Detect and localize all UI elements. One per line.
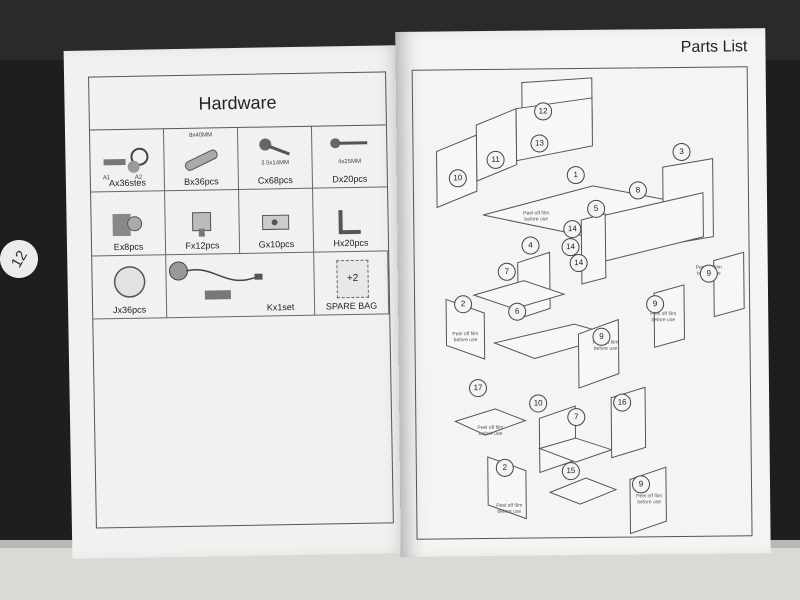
item-spec: 4x25MM	[338, 158, 362, 166]
part-number: 4	[521, 236, 540, 255]
item-label: Bx36pcs	[184, 176, 219, 188]
wooden-dowel-icon	[184, 149, 218, 171]
peel-note: Peel off film before use	[650, 311, 677, 324]
part-number: 9	[631, 475, 651, 494]
part-number: 3	[672, 142, 691, 162]
item-label: Dx20pcs	[332, 174, 368, 185]
item-spec: 3.5x14MM	[261, 160, 290, 167]
part-number: 14	[569, 253, 588, 273]
part-number: 2	[495, 458, 514, 477]
item-label: Hx20pcs	[333, 237, 369, 248]
hardware-item-spare-bag: +2 SPARE BAG	[314, 251, 390, 316]
part-number: 11	[486, 150, 505, 170]
panel-17	[453, 408, 527, 436]
hardware-item-f: Fx12pcs	[165, 190, 241, 255]
part-number: 9	[646, 295, 665, 314]
angle-bracket-icon	[338, 210, 361, 235]
part-number: 7	[497, 262, 516, 281]
peel-note: Peel off film before use	[523, 210, 550, 223]
part-number: 14	[563, 220, 582, 239]
item-label: Jx36pcs	[113, 304, 147, 316]
item-label: Kx1set	[266, 302, 295, 313]
hardware-grid: A1 A2 Ax36stes 8x40MM Bx36pcs 3.5x14MM C…	[89, 124, 390, 320]
peel-note: Peel off film before use	[496, 502, 523, 515]
parts-list-title: Parts List	[680, 38, 748, 56]
hardware-item-g: Gx10pcs	[239, 189, 315, 254]
part-number: 9	[592, 327, 611, 346]
hardware-item-a: A1 A2 Ax36stes	[89, 128, 166, 193]
cover-cap-icon	[113, 265, 145, 298]
hardware-item-b: 8x40MM Bx36pcs	[163, 126, 240, 192]
panel-13	[515, 97, 593, 162]
part-number: 15	[561, 462, 580, 481]
screw-icon	[258, 138, 290, 156]
panel-2a	[445, 298, 486, 360]
part-number: 10	[448, 169, 467, 188]
item-spec: 8x40MM	[189, 132, 213, 139]
shelf-support-icon	[191, 212, 211, 238]
panel-9a	[713, 251, 745, 318]
item-label: Fx12pcs	[185, 239, 220, 251]
panel-15	[548, 477, 618, 505]
hardware-title: Hardware	[198, 92, 277, 114]
panel-11	[475, 107, 518, 182]
part-number: 7	[567, 407, 586, 427]
item-label: Ex8pcs	[113, 241, 144, 252]
spare-bag-icon: +2	[336, 259, 369, 298]
part-number: 2	[454, 295, 473, 314]
peel-note: Peel off film before use	[452, 331, 479, 344]
hardware-item-j: Jx36pcs	[92, 254, 168, 320]
round-number-sticker: 12	[0, 233, 45, 285]
part-number: 8	[628, 181, 648, 200]
part-number: 6	[508, 302, 527, 321]
part-number: 12	[534, 102, 553, 121]
peel-note: Peel off film before use	[477, 424, 504, 438]
hardware-page: Hardware A1 A2 Ax36stes 8x40MM Bx36pcs	[63, 45, 413, 559]
hardware-item-d: 4x25MM Dx20pcs	[311, 124, 388, 190]
led-strip-remote-icon	[168, 261, 263, 300]
part-number: 5	[587, 199, 606, 218]
part-number: 13	[530, 134, 549, 153]
hardware-frame: Hardware A1 A2 Ax36stes 8x40MM Bx36pcs	[88, 71, 394, 529]
part-number: 1	[566, 165, 585, 185]
hardware-item-h: Hx20pcs	[313, 187, 389, 253]
part-number: 16	[613, 393, 632, 412]
item-label: Cx68pcs	[257, 175, 293, 186]
connector-block-icon	[261, 214, 289, 231]
part-number: 17	[468, 379, 488, 398]
part-number: 10	[529, 394, 548, 413]
panel-7	[472, 280, 566, 310]
item-label: SPARE BAG	[325, 300, 378, 312]
part-number: 9	[699, 264, 718, 283]
panel-5	[580, 213, 607, 285]
hardware-item-k: Kx1set	[166, 252, 316, 319]
hardware-item-e: Ex8pcs	[91, 191, 167, 257]
parts-list-page: Parts List Peel off fil	[395, 28, 771, 557]
cam-lock-icon	[102, 147, 148, 173]
item-label: Gx10pcs	[258, 238, 295, 250]
item-label: Ax36stes	[108, 177, 147, 189]
hinge-icon	[111, 214, 142, 237]
hardware-item-c: 3.5x14MM Cx68pcs	[237, 125, 314, 191]
long-screw-icon	[330, 138, 368, 149]
peel-note: Peel off film before use	[636, 493, 663, 506]
